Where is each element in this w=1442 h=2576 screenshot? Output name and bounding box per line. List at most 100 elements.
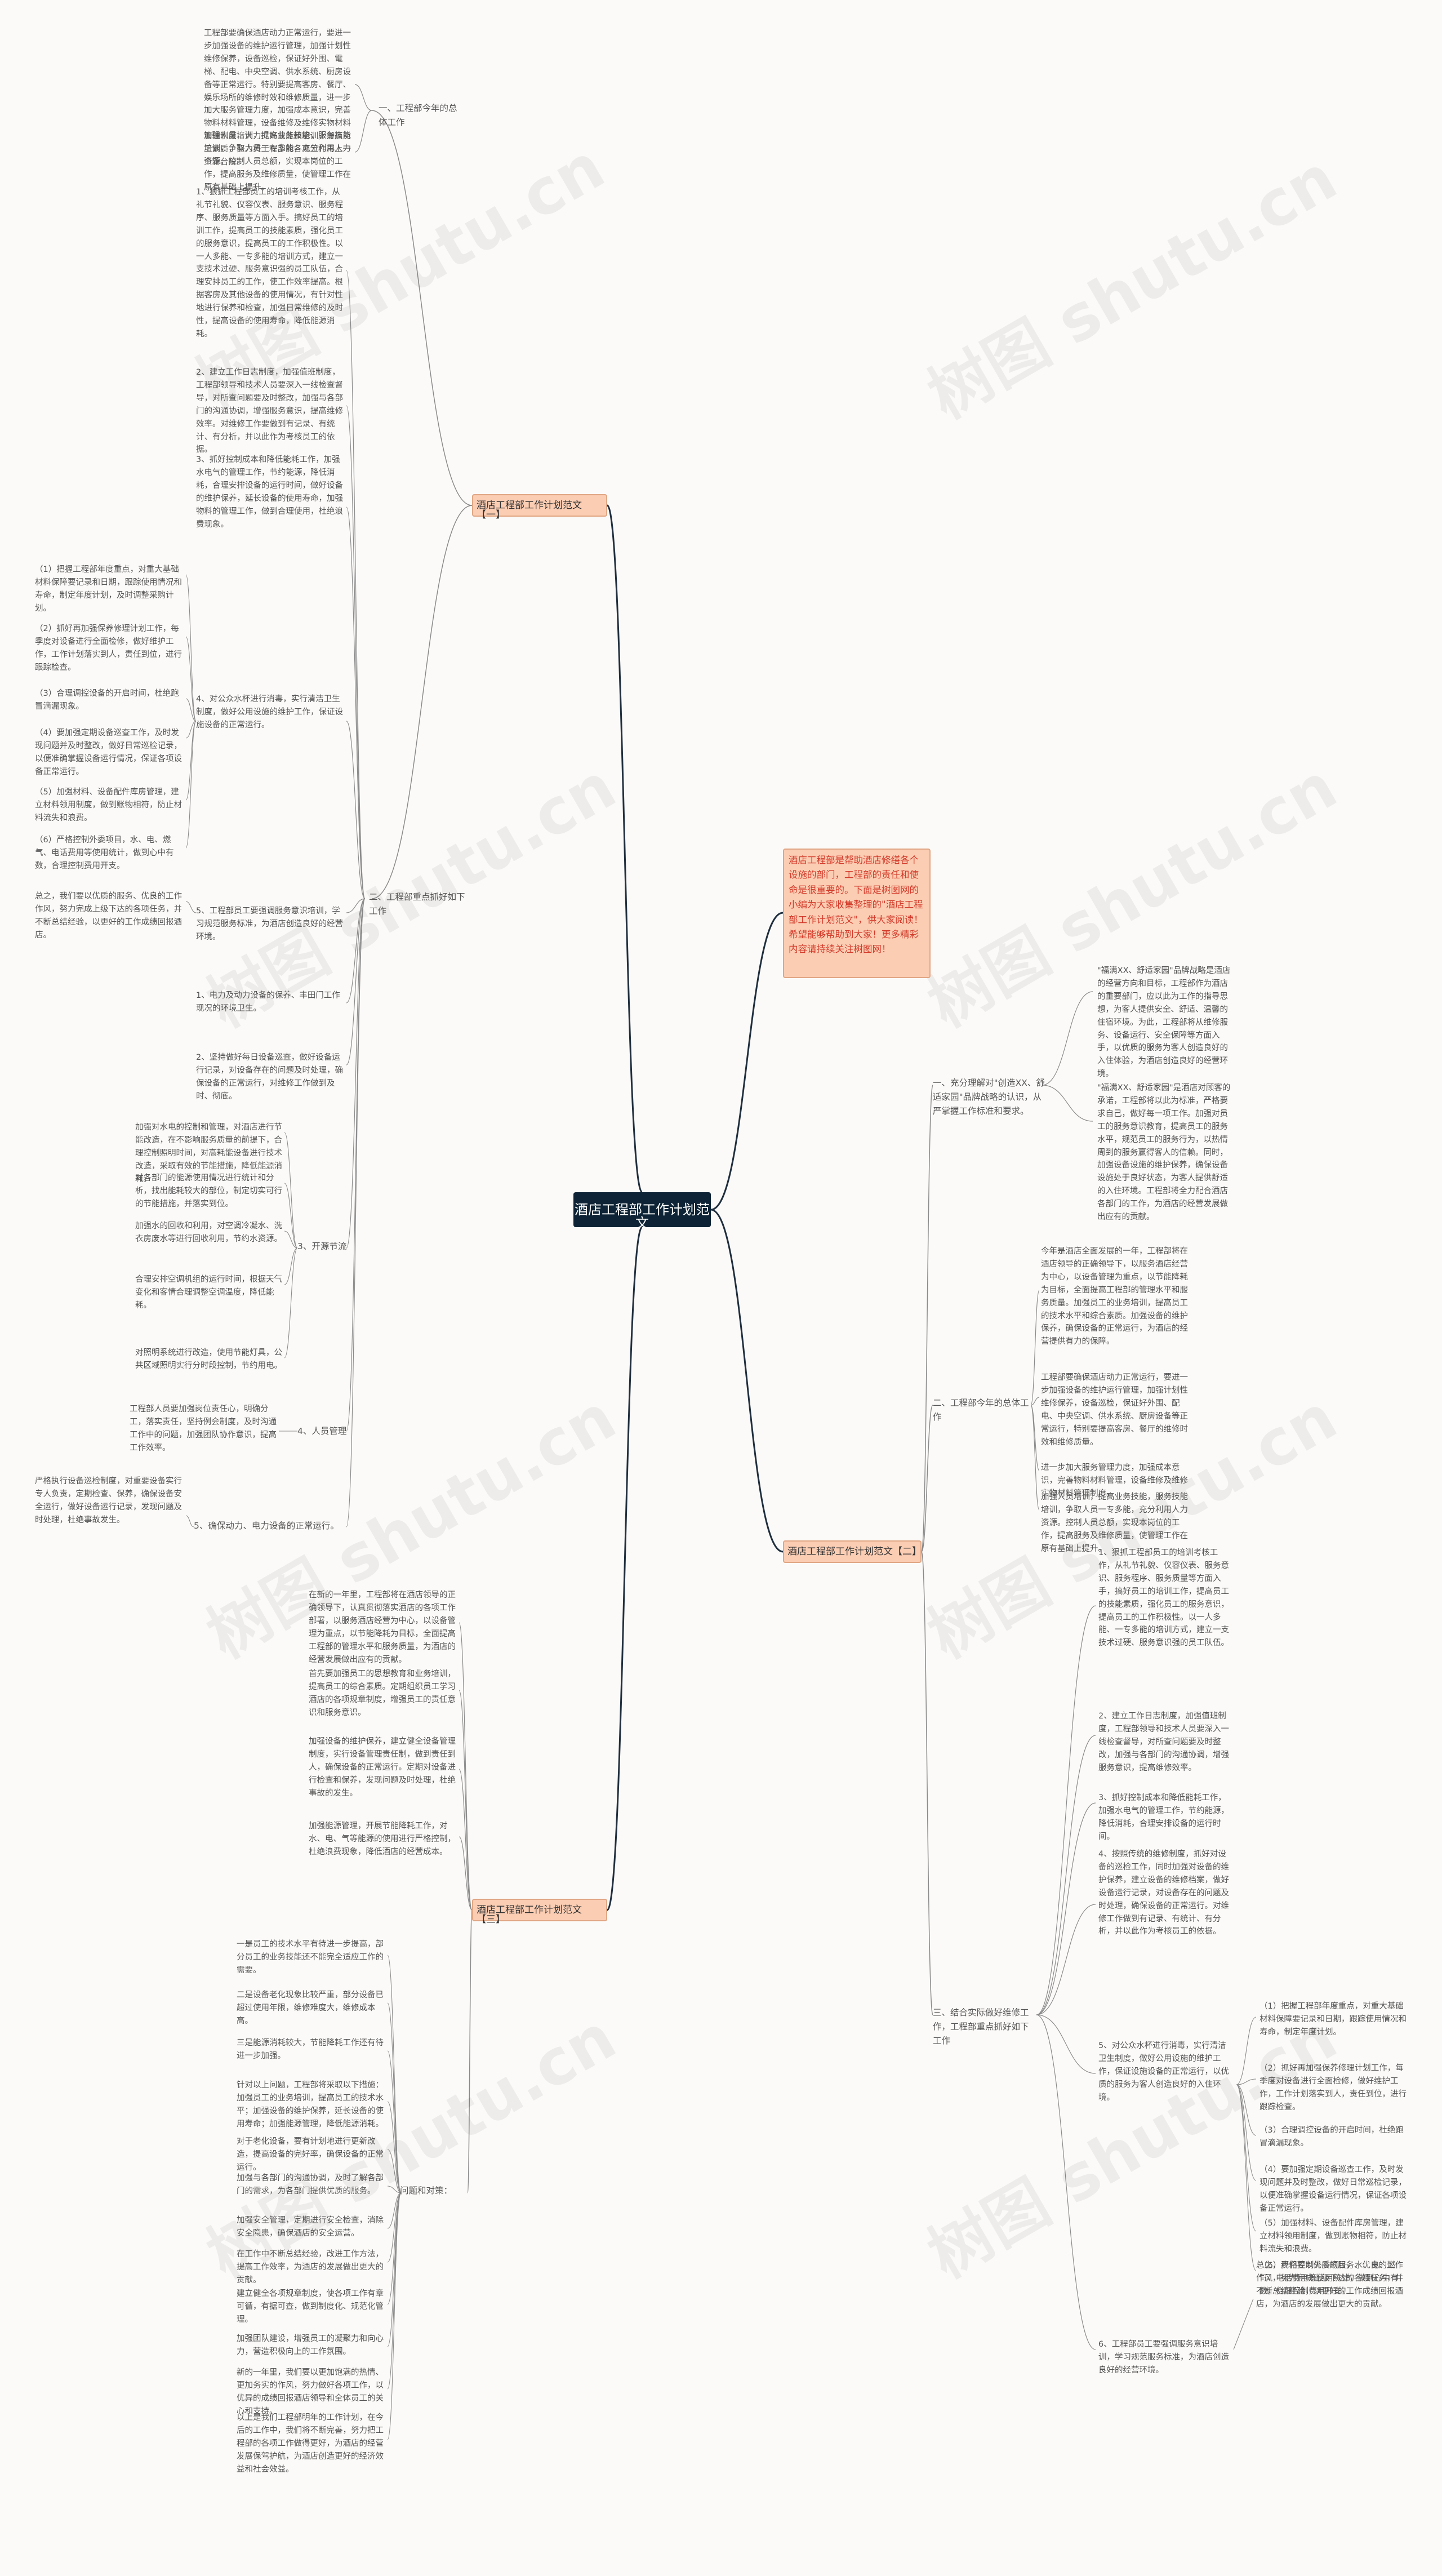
b2-c3-p3: 3、抓好控制成本和降低能耗工作，加强水电气的管理工作，节约能源，降低消耗，合理安… <box>1098 1793 1229 1841</box>
connector <box>387 2192 402 2229</box>
b2-c1-text2: "福满XX、舒适家园"是酒店对顾客的承诺，工程部将以此为标准，严格要求自己，做好… <box>1097 1083 1231 1222</box>
connector <box>1042 1085 1093 1122</box>
b3-problem-item-5: 对于老化设备，要有计划地进行更新改造，提高设备的完好率，确保设备的正常运行。 <box>237 2137 384 2172</box>
b1-label-focus[interactable]: 二、工程部重点抓好如下工作 <box>369 892 465 916</box>
b3-problem-item-2: 二是设备老化现象比较严重，部分设备已超过使用年限，维修难度大，维修成本高。 <box>237 1991 384 2026</box>
connector <box>1233 2298 1254 2350</box>
connector <box>185 901 197 913</box>
b1-sub3-item-2: 对各部门的能源使用情况进行统计和分析，找出能耗较大的部位，制定切实可行的节能措施… <box>135 1174 282 1209</box>
connector <box>1030 1290 1040 1406</box>
connector <box>710 1209 784 1553</box>
b1-sub3-item-5: 对照明系统进行改造，使用节能灯具，公共区域照明实行分时段控制，节约用电。 <box>135 1348 282 1370</box>
connector <box>1030 1405 1040 1511</box>
connector <box>1236 2078 1257 2085</box>
connector <box>1036 1605 1096 2015</box>
b1-sub-item-1: （1）把握工程部年度重点，对重大基础材料保障要记录和日期，跟踪使用情况和寿命，制… <box>35 565 182 613</box>
connector <box>1236 2084 1257 2136</box>
b2-label-overall[interactable]: 二、工程部今年的总体工作 <box>933 1398 1029 1422</box>
connector <box>1036 1802 1096 2015</box>
b1-c2-p5: 5、工程部员工要强调服务意识培训，学习规范服务标准，为酒店创造良好的经营环境。 <box>196 907 343 941</box>
b1-c2-p9[interactable]: 5、确保动力、电力设备的正常运行。 <box>194 1521 339 1531</box>
b2-sub-item-2: （2）抓好再加强保养修理计划工作，每季度对设备进行全面检修，做好维护工作，工作计… <box>1259 2064 1407 2112</box>
connector <box>459 1836 473 1911</box>
b1-label-overall[interactable]: 一、工程部今年的总体工作 <box>379 103 457 127</box>
b2-c3-p6: 6、工程部员工要强调服务意识培训，学习规范服务标准，为酒店创造良好的经营环境。 <box>1098 2340 1229 2375</box>
connector <box>387 2192 402 2390</box>
b1-c2-p7: 2、坚持做好每日设备巡查，做好设备运行记录，对设备存在的问题及时处理，确保设备的… <box>196 1053 343 1101</box>
connector <box>346 721 366 899</box>
connector <box>1042 991 1093 1086</box>
root-node[interactable]: 酒店工程部工作计划范文 <box>573 1192 711 1230</box>
b3-problem-item-12: 以上是我们工程部明年的工作计划，在今后的工作中，我们将不断完善，努力把工程部的各… <box>237 2413 384 2474</box>
b1-c2-p2: 2、建立工作日志制度，加强值班制度，工程部领导和技术人员要深入一线检查督导，对所… <box>196 368 343 455</box>
b1-c2-p3b[interactable]: 3、开源节流 <box>297 1241 347 1251</box>
connector <box>284 1247 298 1358</box>
connector <box>710 912 784 1211</box>
b3-text4: 加强能源管理，开展节能降耗工作，对水、电、气等能源的使用进行严格控制，杜绝浪费现… <box>309 1822 456 1857</box>
b3-problem-item-9: 建立健全各项规章制度，使各项工作有章可循，有据可查，做到制度化、规范化管理。 <box>237 2289 384 2324</box>
b2-c2-text2: 工程部要确保酒店动力正常运行，要进一步加强设备的维护运行管理，加强计划性维修保养… <box>1041 1373 1188 1447</box>
connector <box>1036 2014 1096 2350</box>
connector <box>185 636 197 722</box>
connector <box>387 2101 402 2193</box>
connector <box>284 1183 298 1249</box>
b2-c2-text3: 进一步加大服务管理力度，加强成本意识，完善物料材料管理，设备维修及维修实物材料管… <box>1041 1463 1188 1498</box>
connector <box>185 574 197 722</box>
b1-c2-p8text: 工程部人员要加强岗位责任心，明确分工，落实责任，坚持例会制度，及时沟通工作中的问… <box>130 1405 277 1453</box>
b2-sub-item-6: （6）严格控制外委项目，水、电、燃气、电话费用等使用统计，做到心中有数，合理控制… <box>1259 2261 1399 2296</box>
b3-problem-item-7: 加强安全管理，定期进行安全检查，消除安全隐患，确保酒店的安全运营。 <box>237 2216 384 2238</box>
connector <box>284 1247 298 1285</box>
connector <box>185 721 197 801</box>
b1-sub-item-2: （2）抓好再加强保养修理计划工作，每季度对设备进行全面检修，做好维护工作，工作计… <box>35 624 182 672</box>
b2-c1-text1: "福满XX、舒适家园"品牌战略是酒店的经营方向和目标，工程部作为酒店的重要部门，… <box>1097 966 1231 1079</box>
b1-sub-item-6: （6）严格控制外委项目，水、电、燃气、电话费用等使用统计，做到心中有数，合理控制… <box>35 836 174 870</box>
intro-node[interactable]: 酒店工程部是帮助酒店修缮各个设施的部门，工程部的责任和使命是很重要的。下面是树图… <box>783 849 931 978</box>
b2-c3-p5: 5、对公众水杯进行消毒，实行清洁卫生制度，做好公用设施的维护工作，保证设施设备的… <box>1098 2041 1229 2102</box>
b1-c2-note: 总之，我们要以优质的服务、优良的工作作风，努力完成上级下达的各项任务，并不断总结… <box>35 892 182 940</box>
connector <box>371 505 473 899</box>
b1-sub3-item-4: 合理安排空调机组的运行时间，根据天气变化和客情合理调整空调温度，降低能耗。 <box>135 1275 282 1310</box>
b2-sub-item-5: （5）加强材料、设备配件库房管理，建立材料领用制度，做到账物相符，防止材料流失和… <box>1259 2219 1407 2254</box>
connector <box>346 898 366 1003</box>
b3-problem-item-11: 新的一年里，我们要以更加饱满的热情、更加务实的作风，努力做好各项工作，以优异的成… <box>237 2368 384 2416</box>
connector <box>387 2050 402 2193</box>
connector <box>185 1515 194 1527</box>
b1-sub3-item-3: 加强水的回收和利用，对空调冷凝水、洗衣房废水等进行回收利用，节约水资源。 <box>135 1222 282 1243</box>
b3-problem-item-6: 加强与各部门的沟通协调，及时了解各部门的需求，为各部门提供优质的服务。 <box>237 2174 384 2196</box>
connector <box>921 1085 933 1552</box>
b1-c2-p8[interactable]: 4、人员管理 <box>297 1426 347 1436</box>
connector <box>1036 2014 1096 2074</box>
connector <box>606 504 643 1193</box>
connector <box>346 898 366 1527</box>
b3-label-problems[interactable]: 问题和对策： <box>400 2186 453 2196</box>
connector <box>1236 2084 1257 2181</box>
b3-problem-item-4: 针对以上问题，工程部将采取以下措施：加强员工的业务培训，提高员工的技术水平；加强… <box>237 2081 384 2129</box>
connector <box>459 1690 473 1911</box>
connector <box>354 110 372 153</box>
connector <box>387 2192 402 2440</box>
b2-c3-p1: 1、狠抓工程部员工的培训考核工作，从礼节礼貌、仪容仪表、服务意识、服务程序、服务… <box>1098 1548 1229 1648</box>
b3-text1: 在新的一年里，工程部将在酒店领导的正确领导下，认真贯彻落实酒店的各项工作部署，以… <box>309 1591 456 1664</box>
b2-label-understand[interactable]: 一、充分理解对"创造XX、舒适家园"品牌战略的认识，从严掌握工作标准和要求。 <box>933 1078 1045 1116</box>
branch-one[interactable]: 酒店工程部工作计划范文【一】 <box>472 494 607 520</box>
connector <box>185 698 197 722</box>
b3-problem-item-3: 三是能源消耗较大，节能降耗工作还有待进一步加强。 <box>237 2038 384 2060</box>
b1-c1-text1: 工程部要确保酒店动力正常运行，要进一步加强设备的维护运行管理，加强计划性维修保养… <box>204 29 351 167</box>
b2-c2-text1: 今年是酒店全面发展的一年，工程部将在酒店领导的正确领导下，以服务酒店经营为中心，… <box>1041 1247 1188 1347</box>
branch-three[interactable]: 酒店工程部工作计划范文【三】 <box>472 1899 607 1925</box>
connector <box>921 1551 933 2015</box>
connector <box>606 1226 643 1911</box>
b2-sub-item-4: （4）要加强定期设备巡查工作，及时发现问题并及时整改，做好日常巡检记录，以便准确… <box>1259 2165 1407 2213</box>
connector <box>346 898 366 913</box>
connector <box>346 507 366 899</box>
b1-sub-item-5: （5）加强材料、设备配件库房管理，建立材料领用制度，做到账物相符，防止材料流失和… <box>35 788 182 823</box>
b2-sub-item-3: （3）合理调控设备的开启时间，杜绝跑冒滴漏现象。 <box>1259 2126 1404 2148</box>
b2-label-focus[interactable]: 三、结合实际做好维修工作，工程部重点抓好如下工作 <box>933 2007 1029 2046</box>
connector <box>346 405 366 899</box>
branch-two[interactable]: 酒店工程部工作计划范文【二】 <box>783 1540 922 1563</box>
connector <box>467 1909 473 2193</box>
b3-problem-item-8: 在工作中不断总结经验，改进工作方法，提高工作效率，为酒店的发展做出更大的贡献。 <box>237 2250 384 2285</box>
connector <box>387 2192 402 2263</box>
